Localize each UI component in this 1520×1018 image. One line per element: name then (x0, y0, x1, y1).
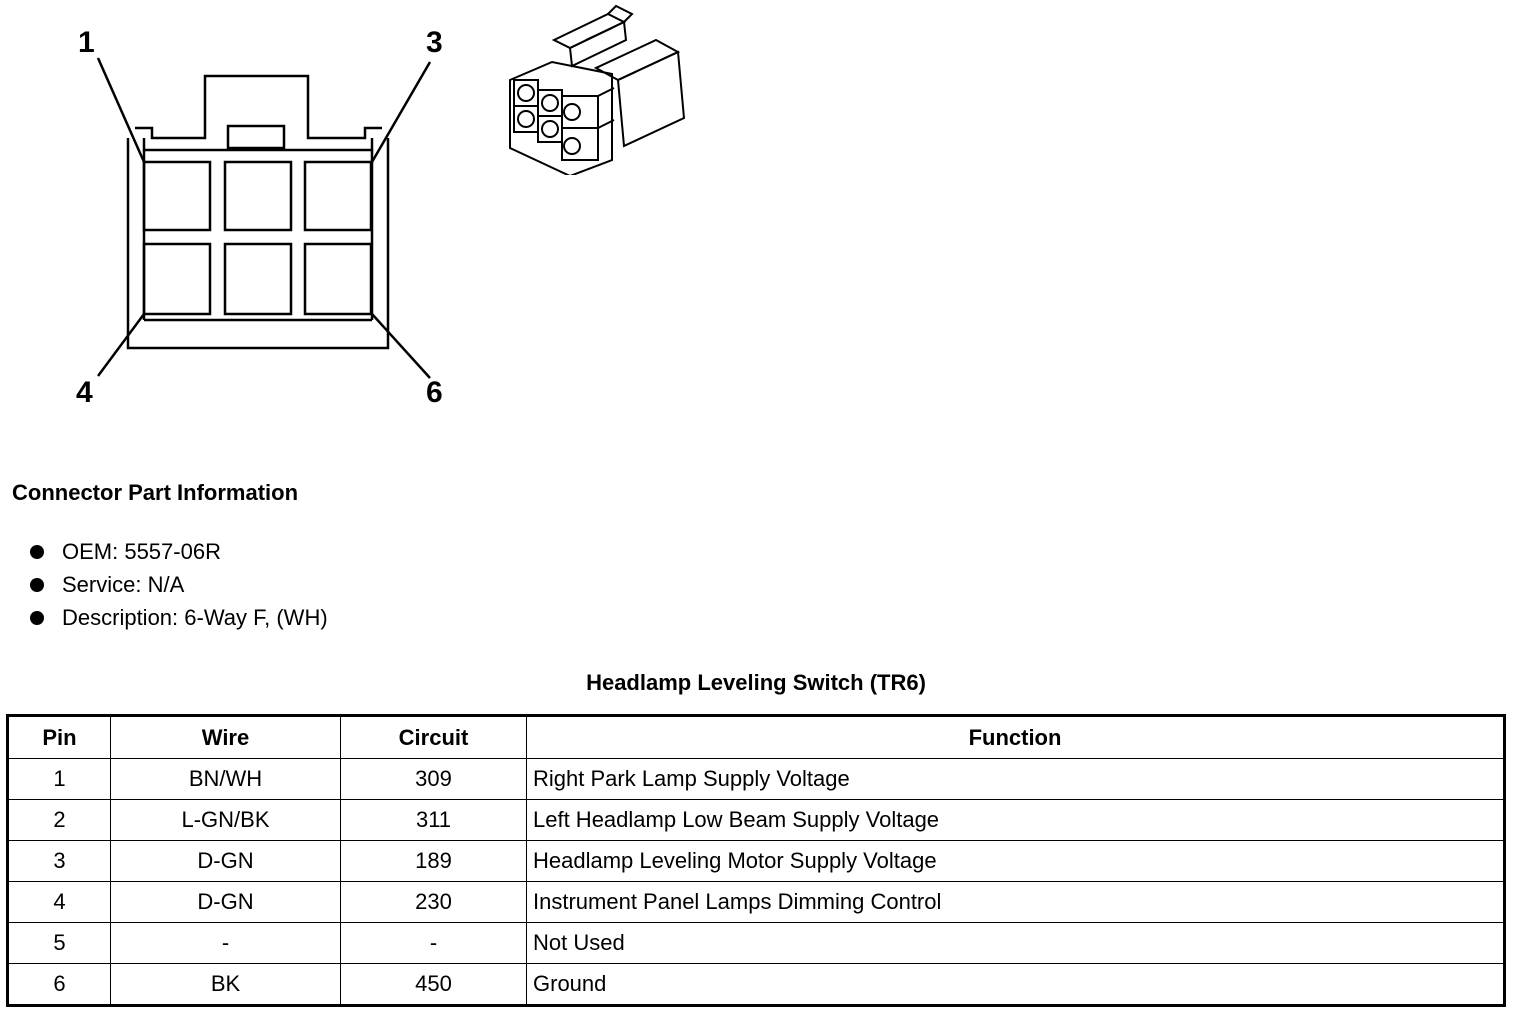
cavity-1 (142, 160, 212, 232)
cell-circuit: 309 (340, 758, 527, 800)
cell-wire: L-GN/BK (110, 799, 341, 841)
bullet-icon (30, 611, 44, 625)
cell-wire: D-GN (110, 840, 341, 882)
table-row: 4 D-GN 230 Instrument Panel Lamps Dimmin… (7, 881, 1505, 923)
header-circuit: Circuit (340, 715, 527, 759)
connector-info-list: OEM: 5557-06R Service: N/A Description: … (28, 535, 328, 634)
bullet-icon (30, 545, 44, 559)
header-function: Function (526, 715, 1505, 759)
table-row: 5 - - Not Used (7, 922, 1505, 964)
cell-function: Headlamp Leveling Motor Supply Voltage (526, 840, 1505, 882)
table-row: 6 BK 450 Ground (7, 963, 1505, 1006)
cell-pin: 4 (7, 881, 111, 923)
cell-wire: D-GN (110, 881, 341, 923)
list-item: Service: N/A (28, 568, 328, 601)
header-pin: Pin (7, 715, 111, 759)
cell-pin: 3 (7, 840, 111, 882)
pin-label-4: 4 (76, 376, 93, 409)
cell-function: Ground (526, 963, 1505, 1006)
cell-circuit: 450 (340, 963, 527, 1006)
header-wire: Wire (110, 715, 341, 759)
cavity-5 (223, 242, 293, 316)
table-header-row: Pin Wire Circuit Function (7, 715, 1505, 759)
cavity-3 (303, 160, 373, 232)
cell-wire: - (110, 922, 341, 964)
connector-isometric-drawing (509, 4, 686, 175)
table-row: 3 D-GN 189 Headlamp Leveling Motor Suppl… (7, 840, 1505, 882)
cell-pin: 2 (7, 799, 111, 841)
info-description: Description: 6-Way F, (WH) (62, 605, 328, 630)
cell-function: Right Park Lamp Supply Voltage (526, 758, 1505, 800)
list-item: OEM: 5557-06R (28, 535, 328, 568)
table-title: Headlamp Leveling Switch (TR6) (586, 670, 926, 695)
cavity-6 (303, 242, 373, 316)
cell-pin: 1 (7, 758, 111, 800)
info-oem: OEM: 5557-06R (62, 539, 221, 564)
pin-label-6: 6 (426, 376, 443, 409)
table-row: 2 L-GN/BK 311 Left Headlamp Low Beam Sup… (7, 799, 1505, 841)
connector-face-diagram: 1 3 4 6 (76, 26, 443, 409)
cell-pin: 5 (7, 922, 111, 964)
cavity-4 (142, 242, 212, 316)
cell-function: Left Headlamp Low Beam Supply Voltage (526, 799, 1505, 841)
pin-label-1: 1 (78, 26, 95, 59)
info-service: Service: N/A (62, 572, 185, 597)
cell-circuit: 189 (340, 840, 527, 882)
cell-wire: BK (110, 963, 341, 1006)
cell-pin: 6 (7, 963, 111, 1006)
cavity-2 (223, 160, 293, 232)
cell-wire: BN/WH (110, 758, 341, 800)
cell-function: Not Used (526, 922, 1505, 964)
cell-function: Instrument Panel Lamps Dimming Control (526, 881, 1505, 923)
cell-circuit: 230 (340, 881, 527, 923)
cell-circuit: - (340, 922, 527, 964)
list-item: Description: 6-Way F, (WH) (28, 601, 328, 634)
table-row: 1 BN/WH 309 Right Park Lamp Supply Volta… (7, 758, 1505, 800)
pinout-table: Pin Wire Circuit Function 1 BN/WH 309 Ri… (6, 714, 1506, 1007)
pin-label-3: 3 (426, 26, 443, 59)
connector-info-title: Connector Part Information (12, 480, 299, 505)
bullet-icon (30, 578, 44, 592)
cell-circuit: 311 (340, 799, 527, 841)
pin-cavities (142, 160, 373, 316)
